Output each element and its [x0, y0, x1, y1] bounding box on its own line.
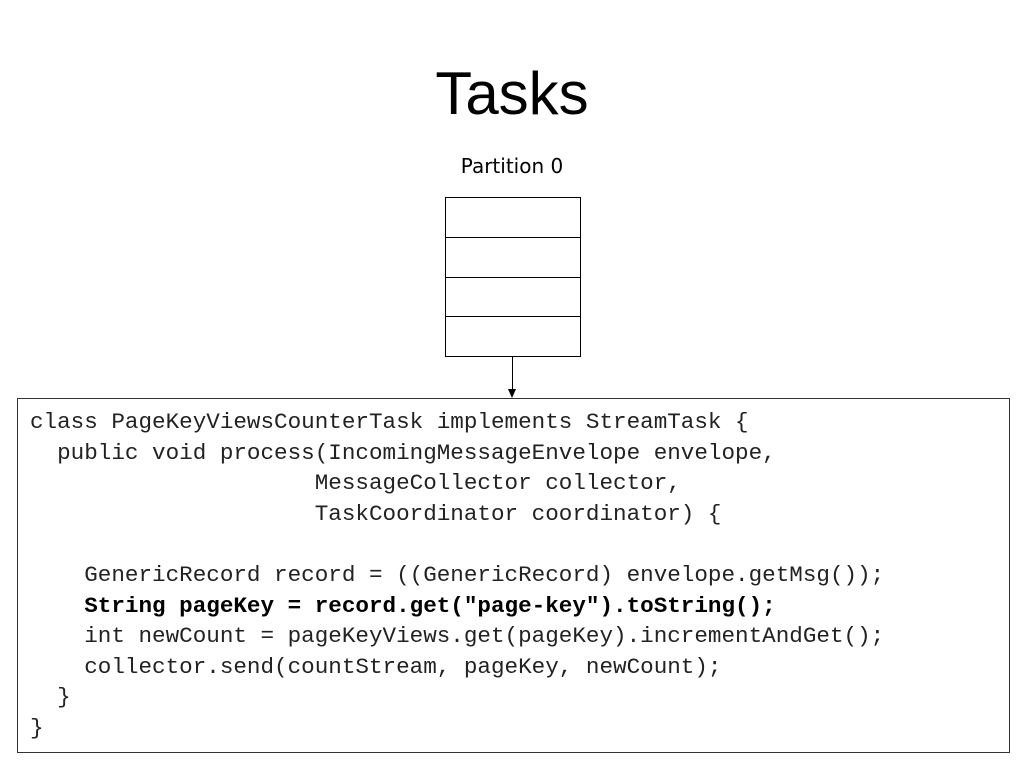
- flow-arrow-line: [512, 357, 513, 390]
- code-line: collector.send(countStream, pageKey, new…: [30, 653, 722, 680]
- code-line: }: [30, 714, 44, 741]
- flow-arrow-head-icon: [508, 389, 516, 398]
- code-line: }: [30, 684, 71, 711]
- partition-slot: [446, 278, 580, 318]
- code-line: public void process(IncomingMessageEnvel…: [30, 439, 776, 466]
- code-line: TaskCoordinator coordinator) {: [30, 500, 722, 527]
- partition-stack: [445, 197, 581, 357]
- code-line: int newCount = pageKeyViews.get(pageKey)…: [30, 623, 885, 650]
- code-line: [30, 529, 1009, 560]
- code-line: class PageKeyViewsCounterTask implements…: [30, 409, 749, 435]
- code-block: class PageKeyViewsCounterTask implements…: [17, 398, 1010, 753]
- partition-slot: [446, 317, 580, 356]
- code-line-highlighted: String pageKey = record.get("page-key").…: [30, 592, 776, 619]
- code-line: GenericRecord record = ((GenericRecord) …: [30, 561, 885, 588]
- slide-title: Tasks: [435, 60, 589, 127]
- partition-label: Partition 0: [460, 154, 564, 178]
- partition-slot: [446, 198, 580, 238]
- partition-slot: [446, 238, 580, 278]
- code-line: MessageCollector collector,: [30, 470, 681, 497]
